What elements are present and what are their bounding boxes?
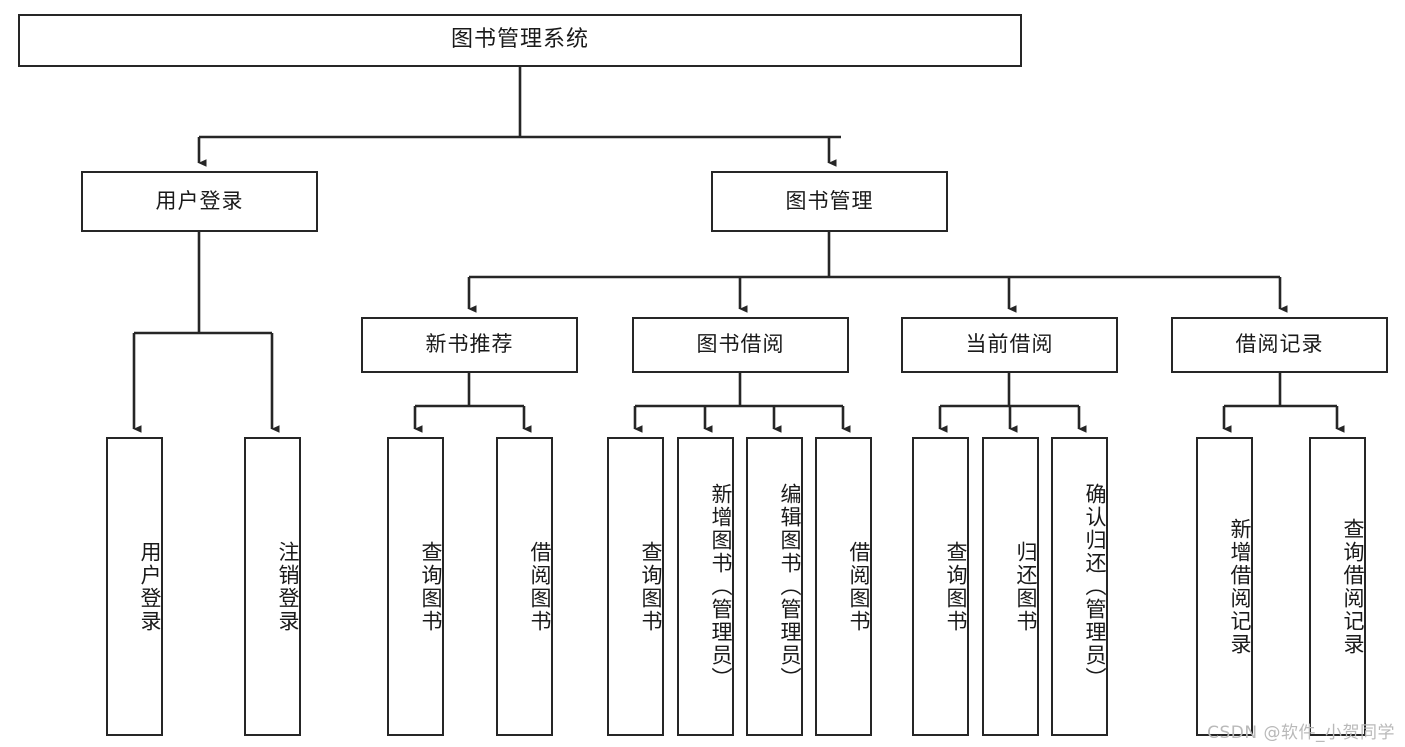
node-leaf-edit-book-label: 编辑图书（管理员）	[778, 483, 802, 690]
node-book-borrow[interactable]: 图书借阅	[632, 317, 849, 373]
node-leaf-borrow-book-1-label: 借阅图书	[528, 540, 552, 633]
node-leaf-borrow-book-2-label: 借阅图书	[847, 540, 871, 633]
watermark: CSDN @软件_小贺同学	[1207, 723, 1395, 743]
node-user-login-label: 用户登录	[155, 188, 244, 213]
node-current-borrow[interactable]: 当前借阅	[901, 317, 1118, 373]
node-leaf-query-book-3[interactable]: 查询图书	[912, 437, 969, 736]
node-leaf-query-book-1[interactable]: 查询图书	[387, 437, 444, 736]
node-leaf-add-book-label: 新增图书（管理员）	[709, 483, 733, 690]
node-leaf-user-login[interactable]: 用户登录	[106, 437, 163, 736]
node-leaf-return-book-label: 归还图书	[1014, 540, 1038, 633]
node-leaf-add-book[interactable]: 新增图书（管理员）	[677, 437, 734, 736]
node-root[interactable]: 图书管理系统	[18, 14, 1022, 67]
node-leaf-borrow-book-2[interactable]: 借阅图书	[815, 437, 872, 736]
node-leaf-user-login-label: 用户登录	[138, 540, 162, 633]
node-new-book-recommend[interactable]: 新书推荐	[361, 317, 578, 373]
node-leaf-add-record-label: 新增借阅记录	[1228, 517, 1252, 656]
node-leaf-query-book-1-label: 查询图书	[419, 540, 443, 633]
node-root-label: 图书管理系统	[450, 27, 589, 53]
node-leaf-edit-book[interactable]: 编辑图书（管理员）	[746, 437, 803, 736]
node-leaf-query-record[interactable]: 查询借阅记录	[1309, 437, 1366, 736]
node-leaf-query-book-2[interactable]: 查询图书	[607, 437, 664, 736]
node-borrow-record[interactable]: 借阅记录	[1171, 317, 1388, 373]
node-new-book-recommend-label: 新书推荐	[425, 332, 514, 357]
node-leaf-confirm-return-label: 确认归还（管理员）	[1083, 483, 1107, 690]
node-book-management-label: 图书管理	[785, 188, 874, 213]
node-book-management[interactable]: 图书管理	[711, 171, 948, 232]
node-leaf-add-record[interactable]: 新增借阅记录	[1196, 437, 1253, 736]
node-leaf-logout-login-label: 注销登录	[276, 540, 300, 633]
node-leaf-confirm-return[interactable]: 确认归还（管理员）	[1051, 437, 1108, 736]
node-current-borrow-label: 当前借阅	[965, 332, 1054, 357]
node-leaf-query-book-3-label: 查询图书	[944, 540, 968, 633]
node-leaf-logout-login[interactable]: 注销登录	[244, 437, 301, 736]
node-user-login[interactable]: 用户登录	[81, 171, 318, 232]
node-leaf-query-book-2-label: 查询图书	[639, 540, 663, 633]
node-leaf-query-record-label: 查询借阅记录	[1341, 517, 1365, 656]
node-leaf-borrow-book-1[interactable]: 借阅图书	[496, 437, 553, 736]
node-leaf-return-book[interactable]: 归还图书	[982, 437, 1039, 736]
node-book-borrow-label: 图书借阅	[696, 332, 785, 357]
node-borrow-record-label: 借阅记录	[1235, 332, 1324, 357]
